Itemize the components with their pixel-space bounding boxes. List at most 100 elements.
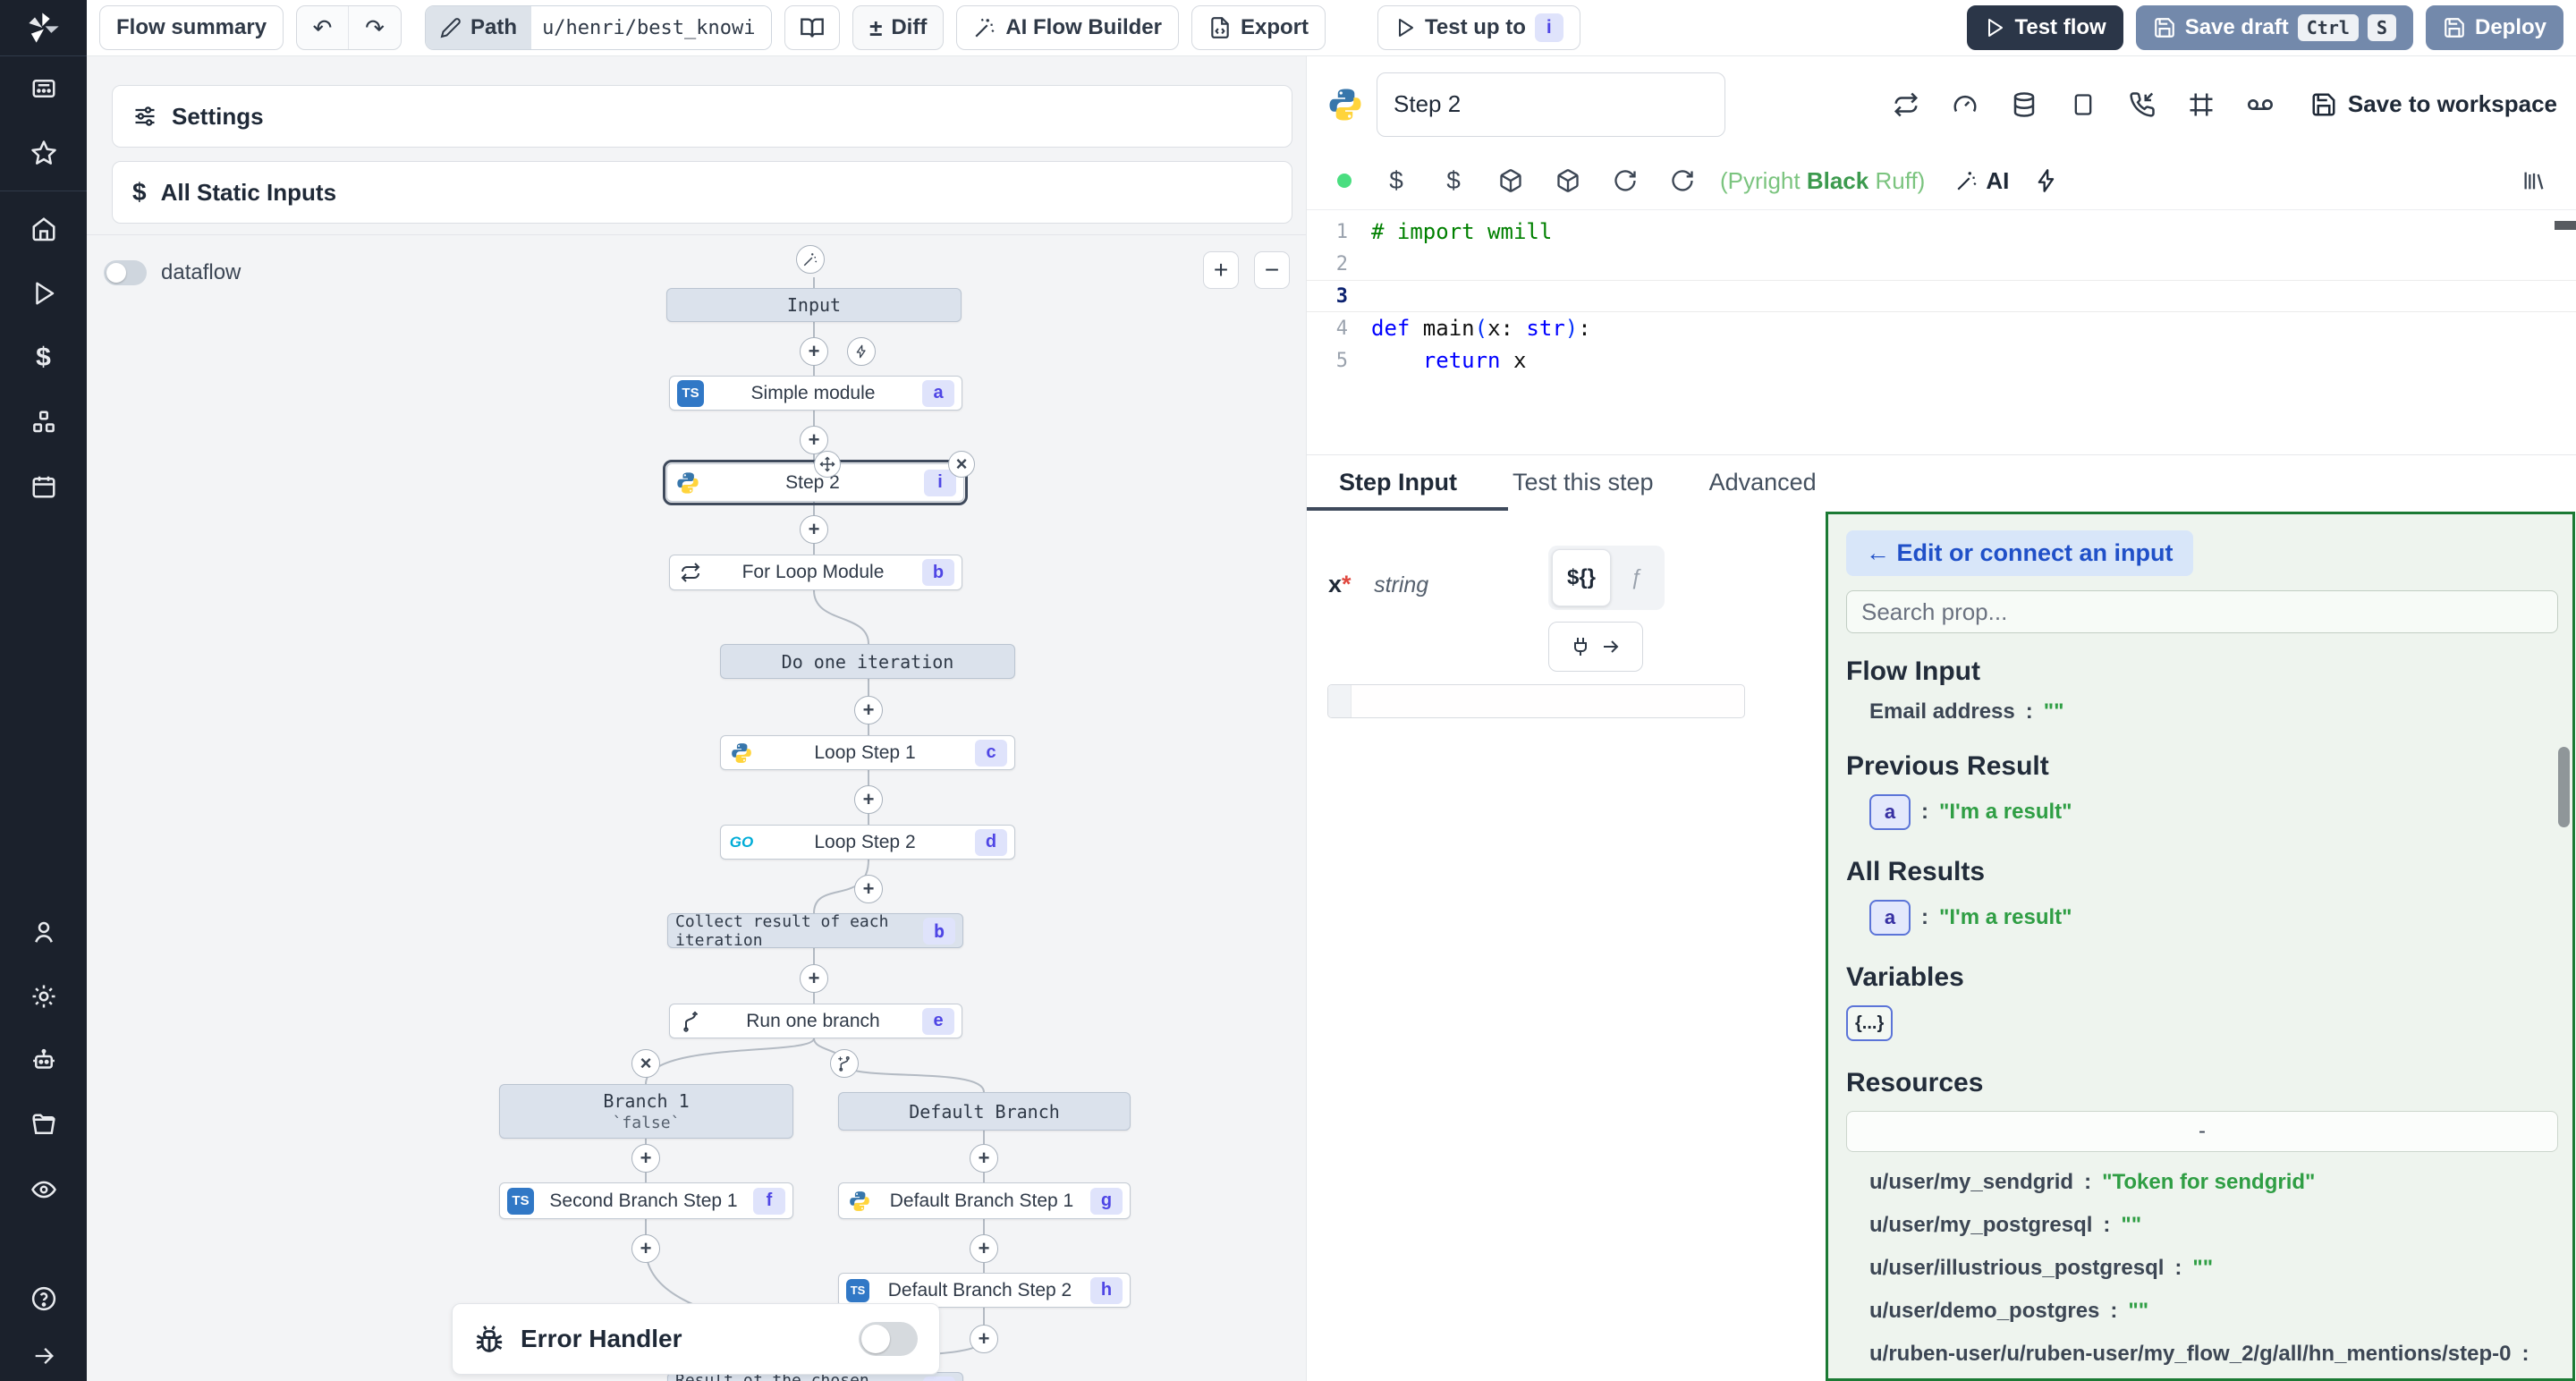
add-step-button[interactable]: + xyxy=(631,1234,660,1263)
settings-bar[interactable]: Settings xyxy=(112,85,1292,148)
windmill-logo[interactable] xyxy=(0,0,87,56)
flow-node-run-one-branch[interactable]: Run one branch e xyxy=(669,1004,962,1038)
add-step-button[interactable]: + xyxy=(854,785,883,814)
variables-icon[interactable]: $ xyxy=(36,343,51,372)
flow-node-second-branch-step-1[interactable]: TS Second Branch Step 1 f xyxy=(499,1182,793,1219)
flow-node-for-loop[interactable]: For Loop Module b xyxy=(669,555,962,590)
add-step-button[interactable]: + xyxy=(800,515,828,544)
path-input[interactable]: u/henri/best_knowi xyxy=(531,6,772,49)
undo-button[interactable]: ↶ xyxy=(297,6,350,49)
all-static-inputs-bar[interactable]: $ All Static Inputs xyxy=(112,161,1292,224)
flow-node-do-one-iteration[interactable]: Do one iteration xyxy=(720,644,1015,679)
zoom-in-button[interactable]: + xyxy=(1203,251,1239,289)
flow-node-branch-1[interactable]: Branch 1 `false` xyxy=(499,1084,793,1139)
add-step-button[interactable]: + xyxy=(631,1144,660,1173)
function-toggle[interactable]: ƒ xyxy=(1630,565,1642,589)
schedules-icon[interactable] xyxy=(0,454,87,519)
save-to-workspace-button[interactable]: Save to workspace xyxy=(2310,90,2557,118)
edit-or-connect-pill[interactable]: ← Edit or connect an input xyxy=(1846,530,2193,576)
variables-row[interactable]: {...} xyxy=(1846,1005,2555,1041)
flow-node-simple-module[interactable]: TS Simple module a xyxy=(669,376,962,411)
flow-node-loop-step-2[interactable]: GO Loop Step 2 d xyxy=(720,825,1015,860)
save-draft-button[interactable]: Save draft Ctrl S xyxy=(2135,5,2413,50)
previous-result-row[interactable]: a : "I'm a result" xyxy=(1846,794,2555,830)
diff-button[interactable]: ± Diff xyxy=(852,5,945,50)
cache-loop-icon[interactable] xyxy=(1883,81,1929,128)
flow-node-default-branch-step-2[interactable]: TS Default Branch Step 2 h xyxy=(838,1273,1131,1308)
folders-icon[interactable] xyxy=(0,1093,87,1157)
gauge-icon[interactable] xyxy=(1942,81,1988,128)
deploy-button[interactable]: Deploy xyxy=(2425,5,2563,50)
code-editor[interactable]: 1 # import wmill 2 3 4 def main(x: str):… xyxy=(1307,210,2576,454)
zoom-out-button[interactable]: − xyxy=(1254,251,1290,289)
step-name-input[interactable]: Step 2 xyxy=(1377,72,1725,137)
refresh-icon[interactable] xyxy=(1600,160,1650,201)
resource-row[interactable]: u/user/demo_postgres : "" xyxy=(1869,1299,2149,1323)
flow-node-input[interactable]: Input xyxy=(666,288,962,322)
tab-step-input[interactable]: Step Input xyxy=(1339,469,1457,496)
search-prop-input[interactable]: Search prop... xyxy=(1846,590,2558,633)
settings-gear-icon[interactable] xyxy=(0,964,87,1029)
error-handler-toggle[interactable] xyxy=(859,1322,918,1356)
add-step-button[interactable]: + xyxy=(970,1234,998,1263)
dollar-icon[interactable]: $ xyxy=(1446,166,1461,194)
template-expr-toggle[interactable]: ${} xyxy=(1552,549,1611,606)
dollar-icon[interactable]: $ xyxy=(1389,166,1403,194)
home-icon[interactable] xyxy=(0,197,87,261)
flow-node-loop-step-1[interactable]: Loop Step 1 c xyxy=(720,735,1015,770)
dataflow-toggle[interactable] xyxy=(104,260,147,285)
tab-test-this-step[interactable]: Test this step xyxy=(1512,469,1654,496)
redo-button[interactable]: ↷ xyxy=(365,13,385,41)
step-id-chip[interactable]: a xyxy=(1869,900,1911,936)
remove-branch-button[interactable]: × xyxy=(631,1049,660,1078)
delete-step-button[interactable]: × xyxy=(948,451,975,478)
package-icon[interactable] xyxy=(1486,160,1536,201)
resource-row[interactable]: u/ruben-user/u/ruben-user/my_flow_2/g/al… xyxy=(1869,1342,2529,1378)
variables-chip[interactable]: {...} xyxy=(1846,1005,1894,1041)
package-icon[interactable] xyxy=(1543,160,1593,201)
all-results-row[interactable]: a : "I'm a result" xyxy=(1846,900,2555,936)
workers-robot-icon[interactable] xyxy=(0,1029,87,1093)
resource-row[interactable]: u/user/my_sendgrid : "Token for sendgrid… xyxy=(1869,1170,2316,1194)
phone-icon[interactable] xyxy=(2119,81,2165,128)
runs-icon[interactable] xyxy=(0,261,87,326)
test-flow-button[interactable]: Test flow xyxy=(1967,5,2123,50)
audit-eye-icon[interactable] xyxy=(0,1157,87,1222)
flow-input-row[interactable]: Email address : "" xyxy=(1869,699,2064,724)
voicemail-icon[interactable] xyxy=(2237,81,2284,128)
panel-scrollbar-thumb[interactable] xyxy=(2558,747,2570,827)
move-step-button[interactable] xyxy=(814,451,841,478)
flow-summary-button[interactable]: Flow summary xyxy=(99,5,284,50)
help-icon[interactable] xyxy=(0,1267,87,1331)
add-step-button[interactable]: + xyxy=(854,875,883,903)
database-icon[interactable] xyxy=(2001,81,2047,128)
test-up-to-button[interactable]: Test up to i xyxy=(1377,5,1580,50)
favorites-star-icon[interactable] xyxy=(0,121,87,185)
add-step-button[interactable]: + xyxy=(970,1144,998,1173)
flow-node-default-branch-step-1[interactable]: Default Branch Step 1 g xyxy=(838,1182,1131,1219)
docs-button[interactable] xyxy=(784,5,841,50)
resources-icon[interactable] xyxy=(0,390,87,454)
add-step-button[interactable]: + xyxy=(854,696,883,724)
resource-row[interactable]: u/user/my_postgresql : "" xyxy=(1869,1213,2142,1237)
add-step-button[interactable]: + xyxy=(800,964,828,993)
resource-row[interactable]: u/user/illustrious_postgresql : "" xyxy=(1869,1256,2214,1280)
apps-icon[interactable] xyxy=(0,56,87,121)
ai-wand-circle[interactable] xyxy=(796,245,825,274)
trigger-bolt-circle[interactable] xyxy=(847,337,876,366)
step-id-chip[interactable]: a xyxy=(1869,794,1911,830)
bolt-icon[interactable] xyxy=(2021,160,2072,201)
frame-icon[interactable] xyxy=(2178,81,2224,128)
tab-advanced[interactable]: Advanced xyxy=(1708,469,1817,496)
connect-input-button[interactable] xyxy=(1548,622,1643,672)
export-button[interactable]: Export xyxy=(1191,5,1326,50)
user-icon[interactable] xyxy=(0,900,87,964)
add-step-button[interactable]: + xyxy=(800,337,828,366)
flow-node-default-branch[interactable]: Default Branch xyxy=(838,1092,1131,1131)
flow-node-collect-result[interactable]: Collect result of each iteration b xyxy=(667,912,963,950)
arg-value-field[interactable] xyxy=(1327,684,1745,718)
refresh-icon[interactable] xyxy=(1657,160,1707,201)
expand-sidebar-icon[interactable] xyxy=(0,1331,87,1381)
ai-wand-button[interactable]: AI xyxy=(1950,160,2014,201)
library-icon[interactable] xyxy=(2509,160,2559,201)
